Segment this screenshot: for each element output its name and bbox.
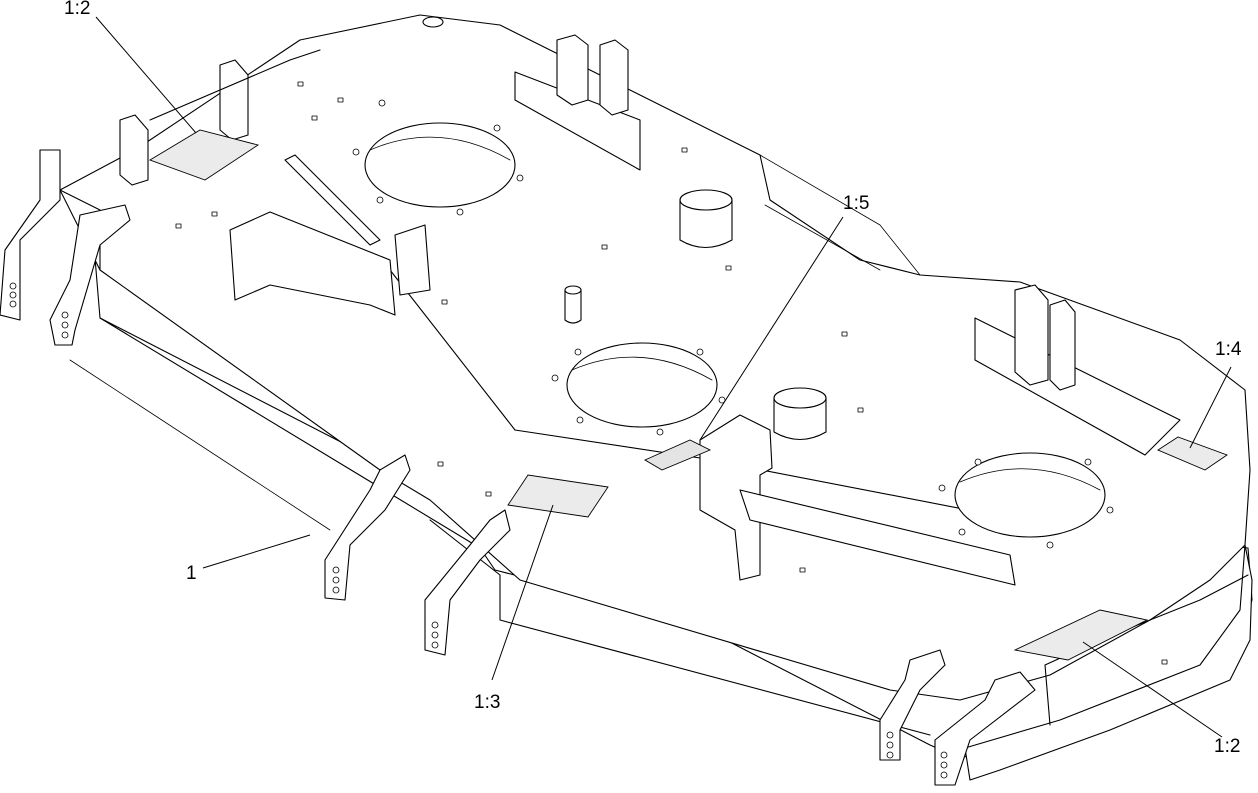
decal-right-front bbox=[1013, 609, 1149, 661]
callout-label-1-5: 1:5 bbox=[843, 193, 869, 214]
spindle-opening-right bbox=[954, 452, 1106, 538]
bracket-upper-center bbox=[514, 34, 641, 171]
bracket-center-right bbox=[699, 414, 1016, 586]
hanger-right-front bbox=[879, 649, 946, 761]
spindle-opening-center bbox=[566, 342, 718, 428]
callout-labels: 1:2 1:5 1:4 1 1:3 1:2 bbox=[64, 0, 1242, 757]
decal-center-mid bbox=[644, 439, 712, 471]
idler-boss-lower bbox=[773, 387, 827, 441]
leader-lines bbox=[95, 16, 1232, 738]
top-fitting bbox=[422, 16, 444, 28]
decal-right-top bbox=[1157, 436, 1228, 471]
bracket-right bbox=[974, 284, 1181, 456]
hanger-left-front bbox=[49, 204, 131, 346]
hanger-center-left bbox=[324, 454, 411, 601]
callout-label-1: 1 bbox=[186, 563, 197, 584]
hanger-center bbox=[424, 509, 511, 656]
spindle-bolt-holes bbox=[352, 99, 1114, 549]
spindle-opening-left bbox=[364, 122, 516, 208]
hanger-left-rear bbox=[0, 149, 61, 321]
callout-label-1-3: 1:3 bbox=[474, 692, 500, 713]
hanger-right-corner bbox=[934, 671, 1036, 786]
pivot-pin bbox=[564, 285, 582, 324]
callout-label-1-2-top: 1:2 bbox=[64, 0, 90, 19]
deck-slots bbox=[175, 81, 1168, 665]
decal-upper-left bbox=[148, 129, 260, 181]
idler-boss-upper bbox=[679, 189, 733, 249]
callout-label-1-4: 1:4 bbox=[1215, 339, 1242, 360]
callout-label-1-2-bottom: 1:2 bbox=[1214, 736, 1240, 757]
decal-center-front bbox=[507, 474, 609, 518]
bracket-upper-left bbox=[119, 49, 321, 186]
bracket-center-left bbox=[229, 154, 431, 316]
